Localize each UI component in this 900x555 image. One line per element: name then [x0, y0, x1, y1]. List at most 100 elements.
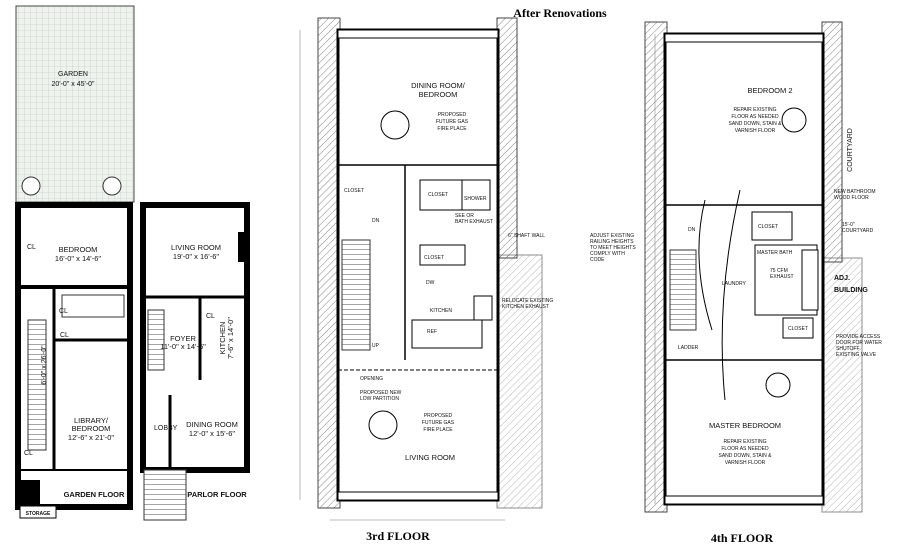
repair-bottom-1: REPAIR EXISTING	[724, 439, 767, 445]
repair-top-2: FLOOR AS NEEDED	[731, 114, 779, 120]
storage-block	[20, 480, 40, 504]
garden-label: GARDEN	[58, 71, 88, 78]
repair-bottom-4: VARNISH FLOOR	[725, 460, 766, 466]
cl-label-4: CL	[24, 450, 33, 457]
bath-exhaust-2: BATH EXHAUST	[455, 219, 493, 225]
cl-label-1: CL	[27, 244, 36, 251]
adjust-1: ADJUST EXISTING	[590, 233, 634, 239]
hall-dims: 6'-0" x 26'-0"	[41, 345, 48, 385]
garden-tree-right	[102, 176, 122, 196]
adjust-5: CODE	[590, 257, 605, 263]
fireplace-top-3: FIRE PLACE	[437, 126, 467, 132]
stoop-stairs	[143, 469, 187, 521]
laundry-label: LAUNDRY	[722, 281, 746, 287]
access-3: SHUTOFF	[836, 346, 860, 352]
dining-bedroom-label-2: BEDROOM	[419, 90, 458, 99]
access-1: PROVIDE ACCESS	[836, 334, 881, 340]
garden-tree-left	[21, 176, 41, 196]
dw-label: DW	[426, 280, 435, 286]
ladder-label: LADDER	[678, 345, 699, 351]
fourth-floor-title: 4th FLOOR	[711, 531, 774, 545]
kitchen-counter	[411, 319, 483, 349]
courtyard-dim-2: COURTYARD	[842, 228, 874, 234]
adjust-2: RAILING HEIGHTS	[590, 239, 634, 245]
cl-label-2: CL	[59, 308, 68, 315]
relocate-1: RELOCATE EXISTING	[502, 298, 553, 304]
living-room-dims: 19'-0" x 16'-6"	[173, 252, 219, 261]
shaft-wall-label: 6" SHAFT WALL	[508, 233, 545, 239]
library-label: LIBRARY/	[74, 416, 109, 425]
bedroom-dims: 16'-0" x 14'-6"	[55, 254, 101, 263]
library-dims: 12'-6" x 21'-0"	[68, 433, 114, 442]
living-room-label: LIVING ROOM	[171, 243, 221, 252]
storage-label: STORAGE	[26, 511, 51, 517]
foyer-label: FOYER	[170, 334, 196, 343]
lobby-label: LOBBY	[154, 425, 178, 432]
living-room-3-label: LIVING ROOM	[405, 453, 455, 462]
page-title: After Renovations	[513, 6, 607, 20]
fireplace-bottom-1: PROPOSED	[424, 413, 453, 419]
repair-top-3: SAND DOWN, STAIN &	[729, 121, 783, 127]
partition-2: LOW PARTITION	[360, 396, 399, 402]
up-label: UP	[372, 343, 380, 349]
repair-bottom-2: FLOOR AS NEEDED	[721, 446, 769, 452]
closet-b-label: CLOSET	[428, 192, 448, 198]
bathroom-floor-1: NEW BATHROOM	[834, 189, 876, 195]
repair-top-1: REPAIR EXISTING	[734, 107, 777, 113]
courtyard-dim-1: 15'-0"	[842, 222, 855, 228]
foyer-dims: 11'-0" x 14'-6"	[160, 342, 206, 351]
closet-bottom-label: CLOSET	[788, 326, 808, 332]
master-bath-label: MASTER BATH	[757, 250, 793, 256]
garden-floor-plan: GARDEN 20'-0" x 45'-0" BEDROOM 16'-0" x …	[15, 5, 135, 519]
bath-exhaust-1: SEE OR	[455, 213, 474, 219]
kitchen-3-label: KITCHEN	[430, 308, 452, 314]
bathroom-floor-2: WOOD FLOOR	[834, 195, 869, 201]
building-2: BUILDING	[834, 287, 868, 294]
partition-1: PROPOSED NEW	[360, 390, 402, 396]
kitchen-label: KITCHEN	[218, 322, 227, 355]
adjust-4: COMPLY WITH	[590, 251, 625, 257]
closet-a-label: CLOSET	[344, 188, 364, 194]
kitchen-dims: 7'-6" x 14'-0"	[226, 317, 235, 359]
dining-room-label: DINING ROOM	[186, 420, 238, 429]
adjust-3: TO MEET HEIGHTS	[590, 245, 636, 251]
third-floor-stair	[341, 239, 371, 351]
garden-stair	[27, 319, 47, 451]
garden-dims: 20'-0" x 45'-0"	[51, 81, 95, 88]
fourth-floor-stair	[669, 249, 697, 331]
parlor-fireplace	[238, 232, 246, 262]
repair-bottom-3: SAND DOWN, STAIN &	[719, 453, 773, 459]
third-floor-title: 3rd FLOOR	[366, 529, 430, 543]
building-1: ADJ.	[834, 275, 850, 282]
fireplace-top-1: PROPOSED	[438, 112, 467, 118]
closet-c-label: CLOSET	[424, 255, 444, 261]
dn-4-label: DN	[688, 227, 696, 233]
ref-label: REF	[427, 329, 437, 335]
dining-bedroom-label: DINING ROOM/	[411, 81, 466, 90]
bedroom2-label: BEDROOM 2	[747, 86, 792, 95]
exhaust-2: EXHAUST	[770, 274, 794, 280]
fireplace-bottom-2: FUTURE GAS	[422, 420, 455, 426]
garden-floor-title: GARDEN FLOOR	[64, 490, 125, 499]
parlor-floor-walls	[140, 202, 250, 473]
fireplace-bottom-3: FIRE PLACE	[423, 427, 453, 433]
parlor-floor-title: PARLOR FLOOR	[187, 490, 247, 499]
repair-top-4: VARNISH FLOOR	[735, 128, 776, 134]
garden-floor-walls	[15, 202, 133, 510]
opening-label: OPENING	[360, 376, 383, 382]
parlor-stair	[147, 309, 165, 371]
bedroom-label: BEDROOM	[59, 245, 98, 254]
relocate-2: KITCHEN EXHAUST	[502, 304, 549, 310]
third-floor-plan: DINING ROOM/ BEDROOM PROPOSED FUTURE GAS…	[299, 17, 553, 543]
dining-room-dims: 12'-0" x 15'-6"	[189, 429, 235, 438]
parlor-cl-label: CL	[206, 313, 215, 320]
library-label-2: BEDROOM	[72, 424, 111, 433]
exhaust-1: 75 CFM	[770, 268, 788, 274]
fourth-floor-plan: BEDROOM 2 REPAIR EXISTING FLOOR AS NEEDE…	[590, 21, 882, 545]
closet-top-label: CLOSET	[758, 224, 778, 230]
shower-label: SHOWER	[464, 196, 487, 202]
cl-label-3: CL	[60, 332, 69, 339]
garden-area	[15, 5, 135, 203]
courtyard-vertical: COURTYARD	[847, 128, 854, 172]
